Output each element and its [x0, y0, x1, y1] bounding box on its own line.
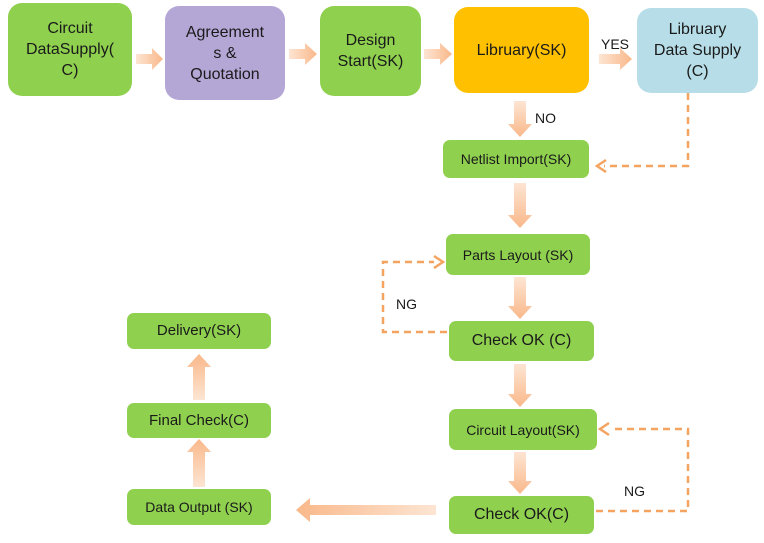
dashed-arrowhead-parts — [433, 254, 446, 270]
node-label: Check OK(C) — [473, 506, 570, 523]
dashed-library-data-to-netlist — [604, 93, 690, 168]
node-label: Circuit Layout(SK) — [466, 421, 580, 438]
node-agreements-quotation[interactable]: Agreement s & Quotation — [165, 6, 285, 100]
arrow-check1-to-circuit — [508, 364, 532, 407]
node-library-sk[interactable]: Libruary(SK) — [454, 7, 589, 93]
dashed-check1-ng-to-parts — [381, 260, 447, 334]
node-check-ok-1[interactable]: Check OK (C) — [449, 321, 594, 361]
arrow-library-no — [508, 101, 532, 137]
node-label: Check OK (C) — [471, 332, 572, 349]
node-parts-layout[interactable]: Parts Layout (SK) — [446, 234, 590, 275]
arrow-circuit-to-check2 — [508, 452, 532, 494]
arrow-final-to-delivery — [187, 354, 211, 400]
node-line: Quotation — [190, 65, 260, 83]
node-line: s & — [213, 44, 237, 62]
node-label: Netlist Import(SK) — [460, 151, 572, 167]
node-label: Libruary(SK) — [476, 41, 567, 59]
node-label: Data Output (SK) — [145, 499, 253, 515]
node-design-start[interactable]: Design Start(SK) — [320, 6, 421, 96]
node-line: DataSupply( — [25, 41, 115, 58]
node-check-ok-2[interactable]: Check OK(C) — [449, 496, 594, 534]
node-circuit-data-supply[interactable]: Circuit DataSupply( C) — [8, 3, 132, 96]
node-delivery[interactable]: Delivery(SK) — [127, 313, 271, 349]
node-library-data-supply[interactable]: Libruary Data Supply (C) — [637, 8, 758, 93]
arrow-design-to-library — [424, 43, 452, 65]
edge-label-no: NO — [535, 110, 556, 126]
arrow-data-output-to-final — [187, 439, 211, 487]
dashed-arrowhead-circuit — [597, 421, 610, 437]
node-line: Libruary — [668, 21, 727, 38]
edge-label-ng-circuit: NG — [624, 483, 645, 499]
node-line: (C) — [686, 63, 709, 80]
node-line: Circuit — [47, 20, 93, 37]
dashed-check2-ng-to-circuit — [596, 427, 690, 513]
node-netlist-import[interactable]: Netlist Import(SK) — [443, 140, 589, 178]
node-line: C) — [61, 62, 79, 79]
node-final-check[interactable]: Final Check(C) — [127, 403, 271, 438]
node-circuit-layout[interactable]: Circuit Layout(SK) — [449, 409, 597, 450]
node-line: Design — [345, 32, 396, 49]
arrow-netlist-to-parts — [508, 183, 532, 228]
arrow-check2-to-data-output — [296, 498, 436, 522]
node-line: Start(SK) — [337, 53, 404, 70]
edge-label-ng-parts: NG — [396, 296, 417, 312]
node-data-output[interactable]: Data Output (SK) — [127, 489, 271, 525]
arrow-circuit-to-agreements — [136, 48, 163, 70]
node-line: Agreement — [185, 23, 265, 41]
arrow-library-yes — [599, 48, 632, 70]
edge-label-yes: YES — [601, 36, 630, 52]
node-label: Final Check(C) — [148, 411, 250, 429]
arrow-parts-to-check1 — [508, 277, 532, 319]
node-label: Delivery(SK) — [156, 322, 242, 339]
dashed-arrowhead-netlist — [594, 158, 607, 174]
arrow-agreements-to-design — [289, 43, 317, 65]
node-label: Parts Layout (SK) — [462, 246, 574, 263]
node-line: Data Supply — [653, 42, 742, 59]
